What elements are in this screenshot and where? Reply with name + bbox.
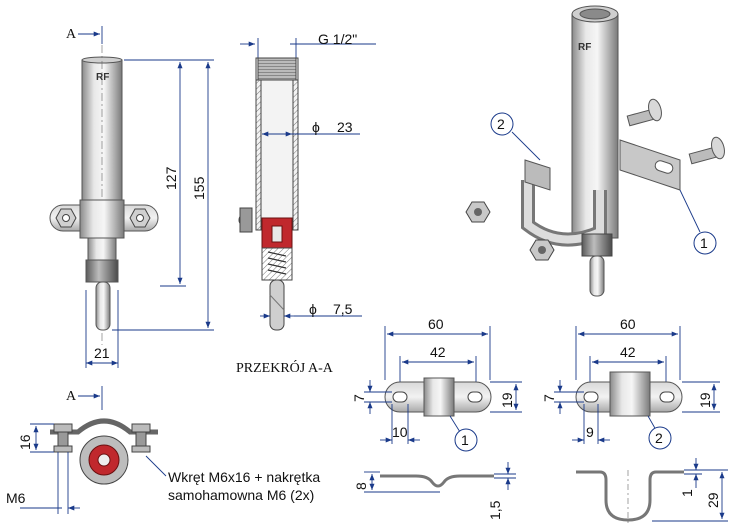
top-bolt-right xyxy=(131,423,151,453)
c1-dim-10: 10 xyxy=(392,424,408,440)
spring-coils xyxy=(267,251,287,275)
screw-note-line2: samohamowna M6 (2x) xyxy=(168,487,314,503)
clamp-2-detail: 60 42 7 19 9 2 xyxy=(541,316,728,526)
nut-left-hole xyxy=(62,214,70,222)
iso-logo: RF xyxy=(578,42,591,53)
section-tube xyxy=(255,57,299,231)
c1-dim-19: 19 xyxy=(499,392,515,408)
dim-phi23: 23 xyxy=(337,119,353,135)
c2-callout-circle xyxy=(648,426,672,450)
dim-16: 16 xyxy=(17,434,33,450)
iso-bolt-top xyxy=(626,98,662,127)
c1-dim-8: 8 xyxy=(353,482,369,490)
isometric-view: RF 2 1 xyxy=(465,5,725,297)
iso-callout-2-circle xyxy=(490,112,514,136)
c2-callout-leader xyxy=(647,415,657,431)
c1-callout-leader xyxy=(449,415,461,433)
c2-dim-19: 19 xyxy=(697,392,713,408)
dim-thread: G 1/2" xyxy=(318,31,357,47)
screw-note-line1: Wkręt M6x16 + nakrętka xyxy=(168,469,320,485)
top-bolt-left xyxy=(53,423,73,453)
c1-slot-right xyxy=(467,391,483,403)
c2-band xyxy=(609,371,651,417)
nut-right-hole xyxy=(136,214,144,222)
section-wall-left xyxy=(255,79,262,231)
iso-nut-bottom xyxy=(529,239,555,261)
iso-clamp-slot xyxy=(654,160,674,174)
logo-text: RF xyxy=(96,72,109,83)
c2-slot-right xyxy=(659,391,675,403)
clamp-1-detail: 60 42 7 19 10 1 8 xyxy=(351,316,522,520)
c2-profile xyxy=(576,470,684,522)
c2-dim-1: 1 xyxy=(679,489,695,497)
c1-dim-7: 7 xyxy=(351,394,367,402)
section-pin-hatch xyxy=(269,294,285,311)
side-plate xyxy=(239,207,253,233)
c1-dim-60: 60 xyxy=(428,316,444,332)
dim-phi75: 7,5 xyxy=(333,301,353,317)
front-view: A RF 127 155 21 xyxy=(49,26,214,368)
spring-core xyxy=(271,225,283,243)
phi-symbol-23: ϕ xyxy=(312,119,320,135)
section-thread xyxy=(257,57,297,81)
bracket-band xyxy=(79,199,125,239)
phi-symbol-75: ϕ xyxy=(309,301,317,317)
iso-tube-bore xyxy=(579,8,611,20)
dim-127: 127 xyxy=(163,166,179,190)
iso-pin xyxy=(589,255,605,297)
iso-callout-2-leader xyxy=(511,131,541,161)
section-view: G 1/2" ϕ 23 ϕ 7,5 PRZEKRÓJ A-A xyxy=(236,31,376,376)
section-caption: PRZEKRÓJ A-A xyxy=(236,359,334,376)
c1-callout: 1 xyxy=(461,432,469,448)
iso-callout-1-circle xyxy=(693,231,717,255)
section-wall-right xyxy=(292,79,299,231)
c2-dim-29: 29 xyxy=(705,492,721,508)
iso-hex xyxy=(581,233,613,257)
section-label-a-top: A xyxy=(66,27,77,42)
section-lower xyxy=(261,247,293,281)
c1-callout-circle xyxy=(454,428,478,452)
section-label-a-bottom: A xyxy=(66,389,77,404)
c2-callout: 2 xyxy=(655,430,663,446)
iso-callout-1: 1 xyxy=(700,235,708,251)
section-pin xyxy=(269,279,285,331)
dim-m6: M6 xyxy=(6,490,26,506)
hex-nut xyxy=(85,259,119,283)
iso-callout-1-leader xyxy=(679,189,701,233)
c1-dim-42: 42 xyxy=(430,344,446,360)
iso-bolt-bottom xyxy=(688,136,725,165)
iso-clamp-ear-left xyxy=(524,159,551,191)
tube-lower xyxy=(87,237,117,261)
c2-dim-7: 7 xyxy=(541,394,557,402)
top-view: A 16 M6 Wkręt M6x16 + nakrętka s xyxy=(6,386,320,514)
c2-slot-left xyxy=(583,391,599,403)
c1-profile xyxy=(380,474,494,488)
iso-callout-2: 2 xyxy=(497,116,505,132)
c2-dim-9: 9 xyxy=(586,424,594,440)
c1-dim-15: 1,5 xyxy=(487,500,503,520)
iso-clamp-band-edge xyxy=(524,180,604,244)
top-bracket xyxy=(50,418,158,435)
dim-21: 21 xyxy=(94,345,110,361)
c2-dim-42: 42 xyxy=(620,344,636,360)
top-tube-bore xyxy=(97,453,111,467)
c1-slot-left xyxy=(392,391,408,403)
iso-nut-left xyxy=(465,201,491,223)
c1-band xyxy=(423,377,455,417)
dim-155: 155 xyxy=(191,176,207,200)
screw-note-leader xyxy=(145,455,167,477)
c2-dim-60: 60 xyxy=(620,316,636,332)
bolt-pin xyxy=(95,281,111,331)
